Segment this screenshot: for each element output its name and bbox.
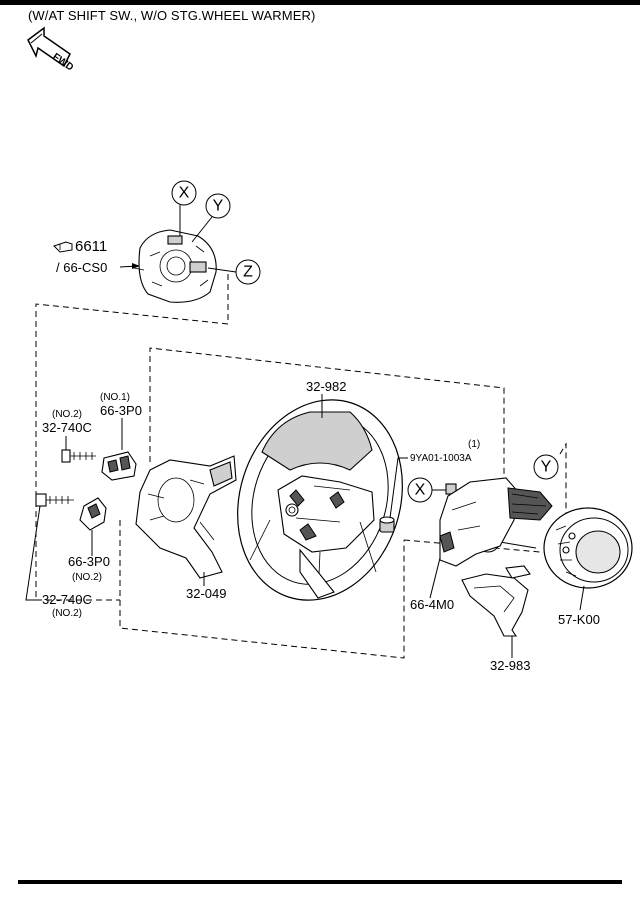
- clock-spring-part: [133, 229, 217, 303]
- part-57-k00-label: 57-K00: [558, 612, 600, 627]
- diagram-subtitle: (W/AT SHIFT SW., W/O STG.WHEEL WARMER): [28, 8, 316, 23]
- ref-66cs0-label: / 66-CS0: [56, 260, 107, 275]
- part-66-4m0-label: 66-4M0: [410, 597, 454, 612]
- callout-x-right: X: [407, 477, 433, 503]
- steering-wheel-part: [237, 399, 403, 601]
- no2-bottom-label: (NO.2): [52, 608, 82, 619]
- svg-text:Z: Z: [243, 264, 253, 281]
- no2-mid-label: (NO.2): [72, 572, 102, 583]
- no1-label: (NO.1): [100, 392, 130, 403]
- svg-text:Y: Y: [213, 198, 224, 215]
- switch-66-4m0-part: [439, 477, 553, 567]
- fwd-label: FWD: [50, 51, 75, 73]
- part-32-740c-top-label: 32-740C: [42, 420, 92, 435]
- switch-66-3p0-no1-part: [101, 451, 137, 481]
- svg-text:X: X: [179, 185, 190, 202]
- qty-1-label: (1): [468, 439, 480, 450]
- callout-y-top: Y: [205, 193, 231, 219]
- bottom-rule: [18, 880, 622, 884]
- part-9ya01-label: 9YA01-1003A: [410, 453, 472, 464]
- callout-z-top: Z: [235, 259, 261, 285]
- part-32-740c-bottom-label: 32-740C: [42, 592, 92, 607]
- top-rule: [0, 0, 640, 5]
- wheel-32-982-label: 32-982: [306, 379, 346, 394]
- ref-6611-label: 6611: [75, 238, 107, 255]
- screw-32-740c-bottom-part: [35, 493, 74, 507]
- screw-32-740c-top-part: [61, 449, 96, 463]
- bolt-9ya01-part: [379, 516, 395, 533]
- fwd-arrow-icon: FWD: [27, 26, 75, 74]
- part-66-3p0-top-label: 66-3P0: [100, 403, 142, 418]
- no2-top-label: (NO.2): [52, 409, 82, 420]
- part-32-983-label: 32-983: [490, 658, 530, 673]
- lower-cover-32-983-part: [461, 565, 531, 637]
- reference-hand-icon: [53, 241, 73, 253]
- part-66-3p0-bottom-label: 66-3P0: [68, 554, 110, 569]
- svg-text:X: X: [415, 482, 426, 499]
- part-32-049-label: 32-049: [186, 586, 226, 601]
- switch-66-3p0-no2-part: [79, 497, 107, 531]
- callout-x-top: X: [171, 180, 197, 206]
- rear-cover-32-049-part: [135, 455, 237, 579]
- airbag-module-57-k00-part: [543, 507, 633, 589]
- svg-text:Y: Y: [541, 459, 552, 476]
- callout-y-right: Y: [533, 454, 559, 480]
